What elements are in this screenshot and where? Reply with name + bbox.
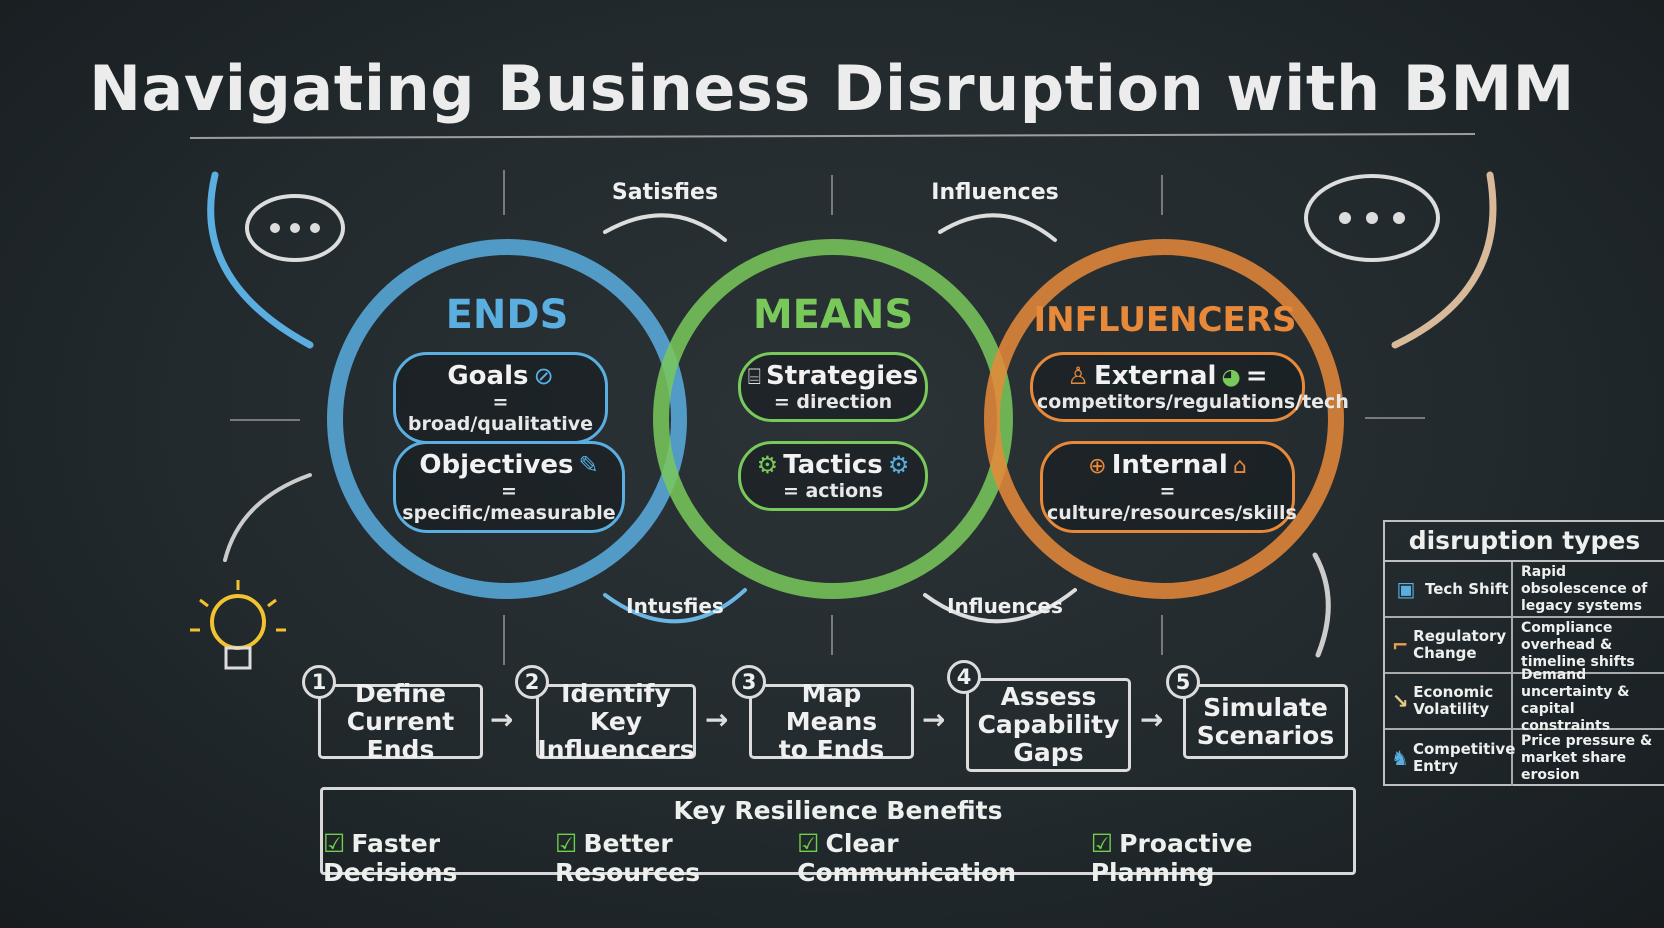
- step-number: 5: [1166, 665, 1200, 699]
- strategies-title: Strategies: [766, 361, 919, 391]
- objectives-title: Objectives: [419, 450, 574, 480]
- internal-title: Internal: [1111, 450, 1228, 480]
- influences-arrow-top: [938, 213, 1057, 242]
- step-number: 4: [947, 660, 981, 694]
- goals-card: Goals ⊘ = broad/qualitative: [393, 352, 608, 444]
- benefits-title: Key Resilience Benefits: [673, 796, 1003, 825]
- external-card: ♙ External ◕ = competitors/regulations/t…: [1030, 352, 1349, 422]
- step-simulate-scenarios: Simulate Scenarios: [1183, 684, 1348, 759]
- down-arrow: [1312, 552, 1331, 658]
- external-desc: competitors/regulations/tech: [1037, 391, 1349, 413]
- table-row: ♞Competitive Entry Price pressure & mark…: [1385, 730, 1664, 786]
- table-row: ↘Economic Volatility Demand uncertainty …: [1385, 667, 1664, 734]
- table-row: ⌐Regulatory Change Compliance overhead &…: [1385, 618, 1664, 674]
- internal-desc: = culture/resources/skills: [1047, 480, 1297, 524]
- flow-label-intusfies: Intusfies: [626, 594, 724, 618]
- benefit-item: ☑Better Resources: [555, 829, 701, 887]
- strategies-desc: = direction: [773, 391, 893, 413]
- benefits-panel: Key Resilience Benefits ☑Faster Decision…: [320, 787, 1356, 887]
- step-map-means-to-ends: Map Means to Ends: [749, 679, 914, 763]
- globe-icon: ⊕: [1088, 454, 1107, 479]
- objectives-desc: = specific/measurable: [402, 480, 616, 524]
- goals-desc: = broad/qualitative: [407, 391, 594, 435]
- right-curved-arrow: [1391, 171, 1497, 349]
- influences-arrow-bottom: [923, 588, 1077, 624]
- step-define-current-ends: Define Current Ends: [318, 679, 483, 763]
- checkbox-icon: ☑: [323, 829, 346, 858]
- table-row: ▣Tech Shift Rapid obsolescence of legacy…: [1385, 562, 1664, 618]
- flow-label-influences-bottom: Influences: [947, 594, 1063, 618]
- left-curved-arrow: [207, 171, 314, 349]
- flow-label-influences-top: Influences: [931, 180, 1059, 205]
- table-title: disruption types: [1385, 522, 1664, 562]
- ends-ring: [327, 239, 687, 599]
- tactics-title: Tactics: [783, 450, 883, 480]
- target-icon: ⊘: [533, 362, 554, 390]
- laptop-icon: ▣: [1396, 576, 1416, 601]
- external-title: External: [1094, 361, 1217, 391]
- disruption-types-table: disruption types ▣Tech Shift Rapid obsol…: [1383, 520, 1664, 786]
- gear-icon: ⚙: [887, 451, 910, 479]
- objectives-card: Objectives ✎ = specific/measurable: [393, 441, 625, 533]
- ends-heading: ENDS: [445, 292, 569, 338]
- down-arrow-icon: ↘: [1391, 688, 1409, 713]
- internal-card: ⊕ Internal ⌂ = culture/resources/skills: [1040, 441, 1297, 533]
- chess-icon: ♞: [1391, 745, 1409, 770]
- benefit-item: ☑Proactive Planning: [1090, 829, 1253, 887]
- institution-icon: ⌂: [1232, 454, 1247, 479]
- means-ring: [653, 239, 1013, 599]
- checkbox-icon: ☑: [1090, 829, 1114, 858]
- influencers-heading: INFLUENCERS: [1033, 300, 1297, 340]
- external-equals: =: [1245, 361, 1268, 391]
- benefit-item: ☑Faster Decisions: [323, 829, 458, 887]
- guide-lines: [230, 170, 1425, 665]
- step-assess-capability-gaps: Assess Capability Gaps: [966, 678, 1131, 772]
- gear-icon: ⚙: [756, 451, 779, 479]
- lightbulb-icon: [190, 580, 286, 670]
- step-number: 1: [302, 665, 336, 699]
- idea-arrow: [223, 473, 312, 562]
- step-arrow-icon: →: [705, 703, 729, 736]
- step-arrow-icon: →: [1140, 703, 1164, 736]
- step-arrow-icon: →: [490, 703, 514, 736]
- step-number: 2: [515, 665, 549, 699]
- influencers-ring: [984, 239, 1344, 599]
- pencil-icon: ✎: [578, 451, 599, 479]
- building-icon: ⌸: [747, 365, 761, 390]
- stairs-icon: ⌐: [1391, 632, 1409, 657]
- speech-bubble-icon: [245, 174, 1440, 262]
- step-arrow-icon: →: [922, 703, 946, 736]
- intusfies-arrow: [603, 588, 747, 624]
- strategies-card: ⌸ Strategies = direction: [738, 352, 928, 422]
- checkbox-icon: ☑: [555, 829, 578, 858]
- means-heading: MEANS: [752, 292, 914, 338]
- tactics-card: ⚙ Tactics ⚙ = actions: [738, 441, 928, 511]
- person-icon: ♙: [1067, 362, 1089, 390]
- step-number: 3: [732, 665, 766, 699]
- page-title: Navigating Business Disruption with BMM: [89, 52, 1575, 125]
- globe-icon: ◕: [1221, 365, 1241, 390]
- tactics-desc: = actions: [782, 480, 884, 502]
- satisfies-arrow: [603, 213, 727, 242]
- title-underline: [189, 133, 1476, 139]
- flow-label-satisfies: Satisfies: [611, 180, 719, 205]
- benefit-item: ☑Clear Communication: [797, 829, 1017, 887]
- step-identify-key-influencers: Identify Key Influencers: [536, 678, 696, 764]
- checkbox-icon: ☑: [797, 829, 820, 858]
- goals-title: Goals: [447, 361, 529, 391]
